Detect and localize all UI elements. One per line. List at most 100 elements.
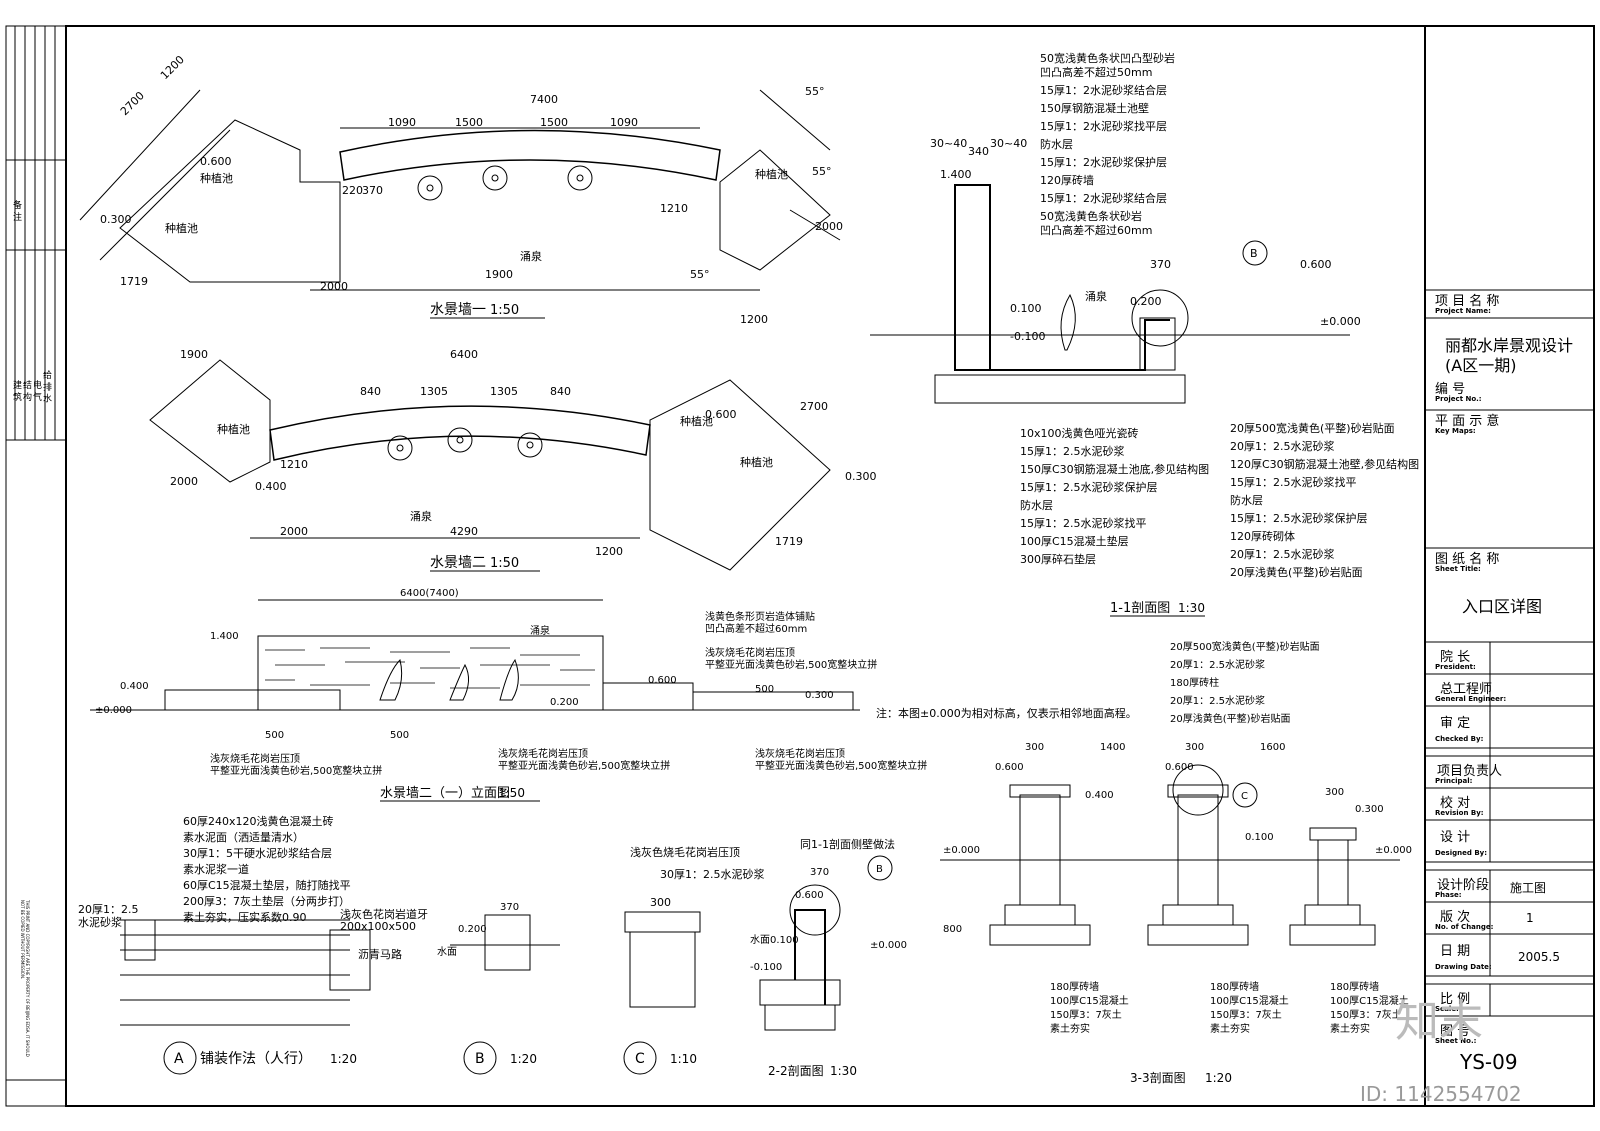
strip-label-remarks: 备 注 <box>11 200 21 221</box>
project-name-label: 项 目 名 称 <box>1435 294 1500 309</box>
section-2-2-text: 同1-1剖面侧壁做法 370 0.600 水面0.100 ±0.000 -0.1… <box>750 837 907 1078</box>
elevation-dim: 6400(7400) <box>400 588 459 599</box>
tb-row-label: 图 号 <box>1440 1024 1471 1039</box>
sheet-title-label: 图 纸 名 称 <box>1435 552 1500 567</box>
wall2-dim: 6400 <box>450 348 478 361</box>
wall1-dim: 1090 <box>610 116 638 129</box>
section11-layer: 15厚1：2水泥砂浆结合层 <box>1040 191 1167 205</box>
detail-c-drawing <box>623 911 701 1075</box>
elevation-text: 6400(7400) 1.400 0.400 ±0.000 0.600 0.20… <box>95 588 1137 802</box>
wall2-dim: 1305 <box>490 385 518 398</box>
wall1-label: 种植池 <box>755 167 788 181</box>
tb-row-label: 总工程师 <box>1440 682 1493 697</box>
elevation-note: 平整亚光面浅黄色砂岩,500宽整块立拼 <box>705 658 877 671</box>
section33-dim: 1400 <box>1100 742 1125 753</box>
section33-footing: 150厚3：7灰土 <box>1330 1008 1402 1021</box>
section33-footing: 100厚C15混凝土 <box>1210 994 1289 1007</box>
section11-dim: 370 <box>1150 258 1171 271</box>
wall1-dim: 2000 <box>320 280 348 293</box>
strip-label: 结 构 <box>21 380 31 401</box>
section22-title: 2-2剖面图 <box>768 1064 824 1078</box>
date-value: 2005.5 <box>1518 950 1560 964</box>
strip-label: 给 排 水 <box>41 370 51 403</box>
paving-layer: 60厚C15混凝土垫层，随打随找平 <box>183 878 351 892</box>
section22-dim: 370 <box>810 867 829 878</box>
elevation-note: 凹凸高差不超过60mm <box>705 622 807 635</box>
section33-footing: 150厚3：7灰土 <box>1210 1008 1282 1021</box>
section11-layer: 15厚1：2.5水泥砂浆保护层 <box>1230 511 1368 525</box>
elevation-drawing <box>90 599 860 711</box>
section-3-3-text: 20厚500宽浅黄色(平整)砂岩贴面 20厚1：2.5水泥砂浆 180厚砖柱 2… <box>943 640 1412 1085</box>
change-value: 1 <box>1526 911 1534 925</box>
paving-layer: 60厚240x120浅黄色混凝土砖 <box>183 814 334 828</box>
section11-label: 涌泉 <box>1085 289 1107 303</box>
strip-label: 电 气 <box>31 380 41 401</box>
section11-layer: 15厚1：2水泥砂浆保护层 <box>1040 155 1167 169</box>
section22-note: 同1-1剖面侧壁做法 <box>800 837 895 851</box>
paving-extra: 浅灰色花岗岩道牙 <box>340 907 428 921</box>
elevation-note: 平整亚光面浅黄色砂岩,500宽整块立拼 <box>210 764 382 777</box>
section11-title: 1-1剖面图 <box>1110 601 1170 616</box>
section33-footing: 100厚C15混凝土 <box>1050 994 1129 1007</box>
title-block-frame <box>1425 289 1594 1017</box>
section11-layer: 凹凸高差不超过50mm <box>1040 65 1152 79</box>
wall2-label: 涌泉 <box>410 509 432 523</box>
elevation-note: 浅灰烧毛花岗岩压顶 <box>755 747 845 760</box>
detail-c-dim: 300 <box>650 896 671 909</box>
tb-row-label: 院 长 <box>1440 650 1471 665</box>
wall2-dim: 2000 <box>280 525 308 538</box>
section33-layer: 20厚浅黄色(平整)砂岩贴面 <box>1170 712 1291 725</box>
section11-layer: 120厚C30钢筋混凝土池壁,参见结构图 <box>1230 457 1419 471</box>
wall1-label: 种植池 <box>165 221 198 235</box>
elevation-note: 浅灰烧毛花岗岩压顶 <box>705 646 795 659</box>
wall2-dim: 840 <box>360 385 381 398</box>
elevation-note: 浅灰烧毛花岗岩压顶 <box>210 752 300 765</box>
wall1-dim: 1090 <box>388 116 416 129</box>
section22-dim: ±0.000 <box>870 940 907 951</box>
wall2-label: 种植池 <box>740 455 773 469</box>
phase-value: 施工图 <box>1510 881 1547 895</box>
tb-row-label-en: Drawing Date: <box>1435 963 1492 971</box>
section11-dim: 1.400 <box>940 168 972 181</box>
section11-dim: -0.100 <box>1010 330 1045 343</box>
section22-dim: 水面0.100 <box>750 934 799 946</box>
section11-layer: 凹凸高差不超过60mm <box>1040 223 1152 237</box>
key-maps-label-en: Key Maps: <box>1435 427 1476 435</box>
wall1-dim: 55° <box>690 268 710 281</box>
paving-layer: 素土夯实，压实系数0.90 <box>183 910 307 924</box>
detail-c-layer: 浅灰色烧毛花岗岩压顶 <box>630 845 740 859</box>
wall1-label: 涌泉 <box>520 249 542 263</box>
paving-layer: 200厚3：7灰土垫层（分两步打） <box>183 894 350 908</box>
wall1-text: 1200 7400 1090 1500 1500 1090 1900 55° 2… <box>100 53 843 319</box>
elevation-dim: 500 <box>265 730 284 741</box>
section11-layer: 20厚1：2.5水泥砂浆 <box>1230 547 1335 561</box>
elevation-dim: 0.600 <box>648 675 677 686</box>
wall2-dim: 1200 <box>740 313 768 326</box>
elevation-title: 水景墙二（一）立面图 <box>380 786 510 801</box>
tb-row-label-en: No. of Change: <box>1435 923 1494 931</box>
section33-dim: 300 <box>1185 742 1204 753</box>
detail-c-scale: 1:10 <box>670 1052 697 1066</box>
wall1-dim: 55° <box>805 85 825 98</box>
wall1-title: 水景墙一 <box>430 302 486 318</box>
wall1-dim: 0.600 <box>200 155 232 168</box>
tb-row-label: 日 期 <box>1440 944 1471 959</box>
strip-copyright: THIS PRINT AND COPYRIGHT ARE THE PROPERT… <box>20 900 30 1057</box>
wall1-dim: 370 <box>362 184 383 197</box>
wall1-dim: 55° <box>812 165 832 178</box>
section-1-1-text: 50宽浅黄色条状凹凸型砂岩 凹凸高差不超过50mm 15厚1：2水泥砂浆结合层 … <box>930 51 1419 617</box>
paving-layer: 素水泥面（洒适量清水） <box>183 831 304 844</box>
wall1-plan <box>79 89 841 291</box>
detail-b-dim: 0.200 <box>458 924 487 935</box>
section11-layer: 防水层 <box>1020 498 1053 512</box>
paving-a-text: 60厚240x120浅黄色混凝土砖 素水泥面（洒适量清水） 30厚1：5干硬水泥… <box>78 814 428 1067</box>
detail-b-drawing <box>450 914 560 1075</box>
tb-row-label-en: General Engineer: <box>1435 695 1507 703</box>
wall2-dim: 4290 <box>450 525 478 538</box>
tb-row-label-en: Checked By: <box>1435 735 1484 743</box>
project-name-label-en: Project Name: <box>1435 307 1491 315</box>
tb-row-label-en: Revision By: <box>1435 809 1484 817</box>
section33-footing: 150厚3：7灰土 <box>1050 1008 1122 1021</box>
elevation-dim: ±0.000 <box>95 705 132 716</box>
